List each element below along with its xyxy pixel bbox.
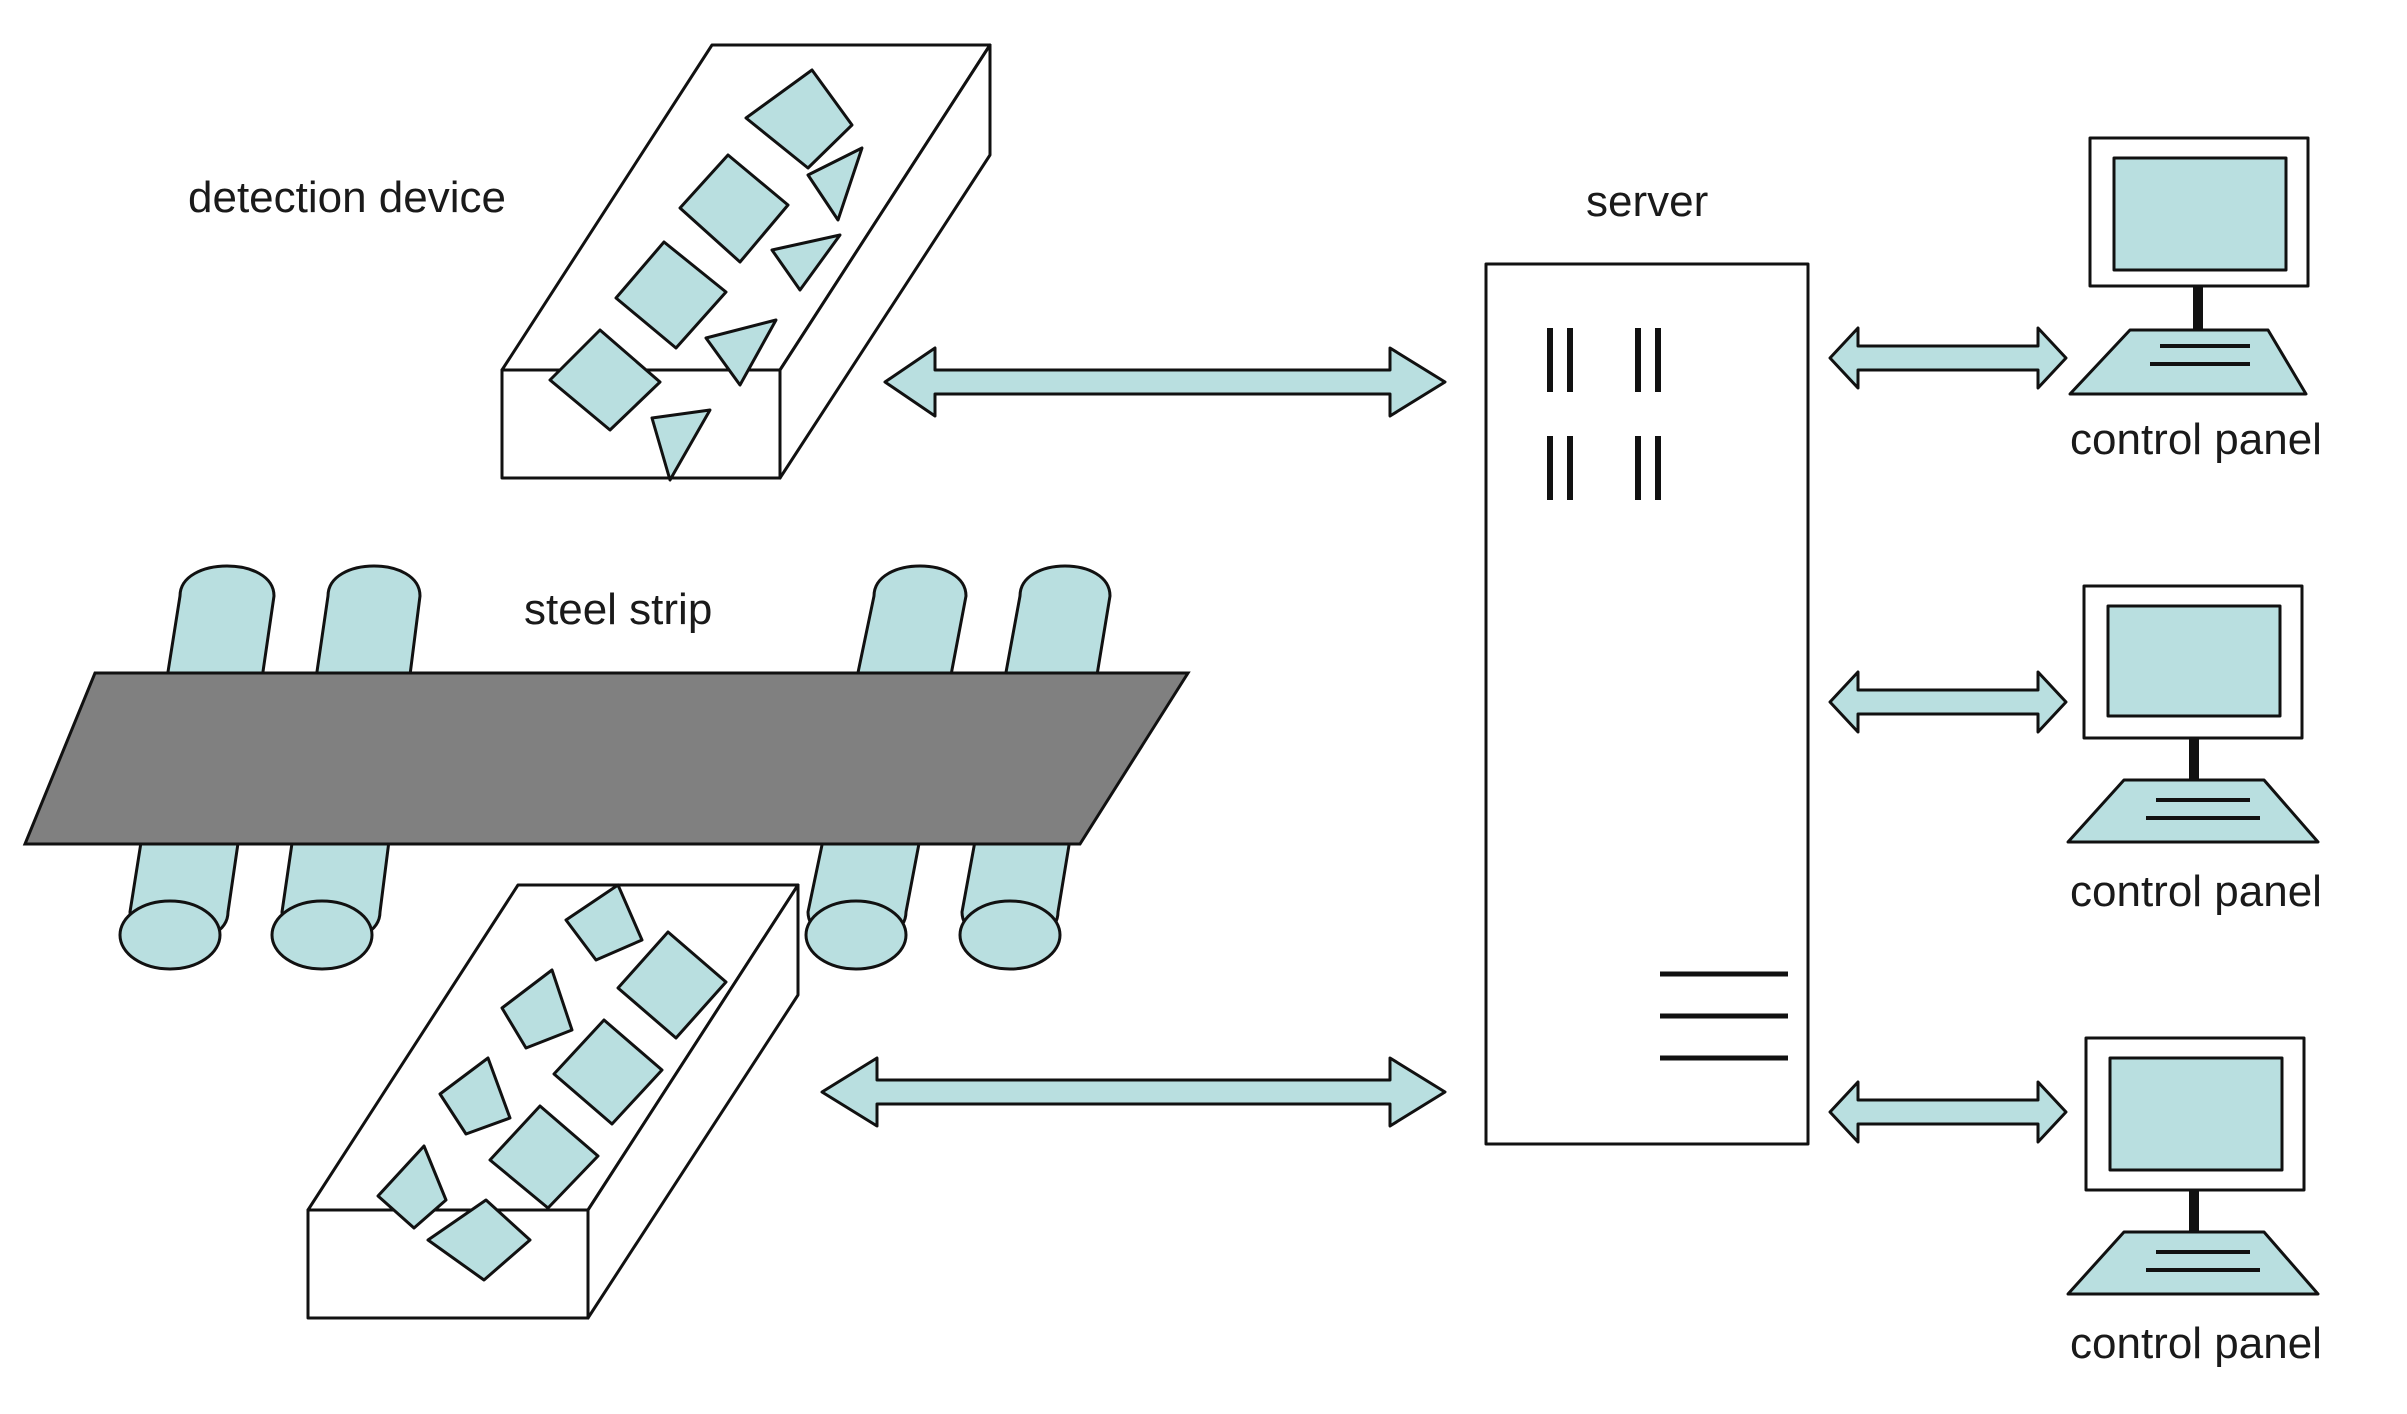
- detection-device-label: detection device: [188, 173, 506, 222]
- computer-icon: [2068, 136, 2310, 396]
- steel-strip-label: steel strip: [524, 585, 713, 634]
- steel-strip: [22, 671, 1191, 846]
- arrow-lower-device-server: [820, 1056, 1447, 1128]
- arrow-upper-device-server: [883, 346, 1447, 418]
- control-panel-label-1: control panel: [2070, 415, 2322, 464]
- server-label: server: [1586, 177, 1709, 226]
- control-panel-label-2: control panel: [2070, 867, 2322, 916]
- control-panel-label-3: control panel: [2070, 1319, 2322, 1368]
- detection-device-lower: [306, 883, 800, 1320]
- arrow-server-panel-1: [1828, 326, 2068, 390]
- arrow-server-panel-3: [1828, 1080, 2068, 1144]
- computer-icon: [2066, 584, 2320, 844]
- arrow-server-panel-2: [1828, 670, 2068, 734]
- detection-device-upper: [500, 43, 992, 482]
- server: [1484, 262, 1810, 1146]
- computer-icon: [2066, 1036, 2320, 1296]
